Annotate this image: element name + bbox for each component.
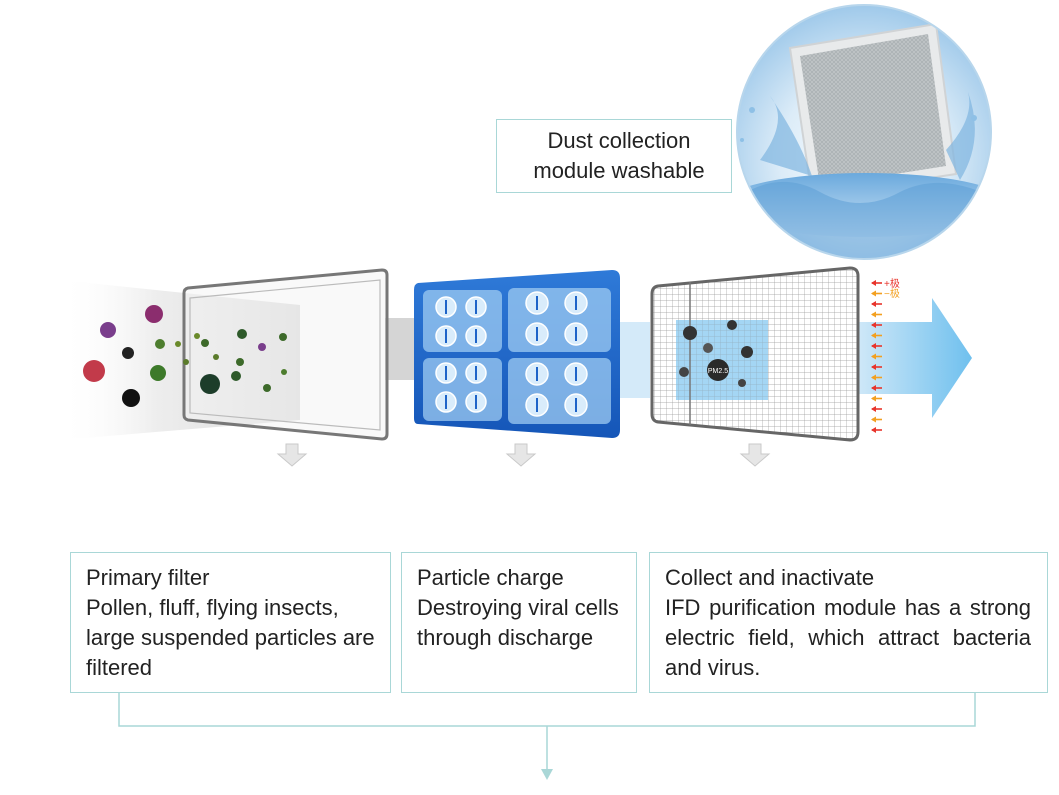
particle-charge-module <box>414 270 620 438</box>
callout-line-1: Dust collection <box>547 128 691 153</box>
pollutant-particles <box>83 305 287 407</box>
field-arrow-head <box>871 353 876 360</box>
field-arrow-head <box>871 406 876 412</box>
positive-pole-label: +极 <box>884 277 900 290</box>
primary-filter-box: Primary filter Pollen, fluff, flying ins… <box>70 552 391 693</box>
primary-filter-desc: Pollen, fluff, flying insects, large sus… <box>86 595 375 680</box>
washable-module-photo <box>736 4 992 260</box>
collect-inactivate-desc: IFD purification module has a strong ele… <box>665 595 1031 680</box>
field-arrow-head <box>871 322 876 328</box>
field-arrow-head <box>871 343 876 349</box>
negative-pole-label: −极 <box>884 287 900 300</box>
collect-inactivate-box: Collect and inactivate IFD purification … <box>649 552 1048 693</box>
down-arrow-3 <box>739 443 771 467</box>
particle-charge-box: Particle charge Destroying viral cells t… <box>401 552 637 693</box>
field-arrow-head <box>871 364 876 370</box>
down-arrows <box>276 443 771 467</box>
field-arrow-head <box>871 332 876 339</box>
field-arrow-head <box>871 395 876 402</box>
field-arrow-head <box>871 290 876 297</box>
down-arrow-1 <box>276 443 308 467</box>
field-arrow-head <box>871 416 876 423</box>
field-arrow-head <box>871 385 876 391</box>
field-arrow-head <box>871 374 876 381</box>
collect-inactivate-title: Collect and inactivate <box>665 565 875 590</box>
primary-filter-title: Primary filter <box>86 565 210 590</box>
field-arrow-head <box>871 311 876 318</box>
particle-charge-desc: Destroying viral cells through discharge <box>417 595 619 650</box>
callout-line-2: module washable <box>533 158 705 183</box>
summary-connector <box>118 693 976 780</box>
field-arrow-head <box>871 427 876 433</box>
electric-field-arrows: +极 −极 <box>871 277 900 433</box>
field-arrow-head <box>871 280 876 286</box>
primary-filter-frame <box>182 268 389 441</box>
field-arrow-head <box>871 301 876 307</box>
particle-charge-title: Particle charge <box>417 565 564 590</box>
pm25-label: PM2.5 <box>708 368 728 375</box>
collection-mesh-module: PM2.5 <box>650 266 860 442</box>
down-arrow-2 <box>505 443 537 467</box>
washable-callout: Dust collection module washable <box>496 119 732 193</box>
